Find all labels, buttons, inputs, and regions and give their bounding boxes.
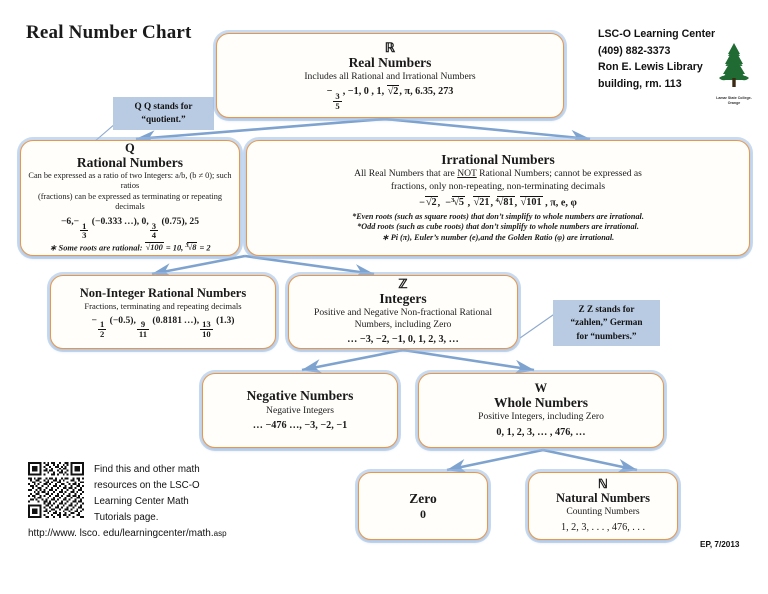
q-callout-line2: “quotient.” <box>141 114 186 125</box>
negative-desc: Negative Integers <box>266 404 334 416</box>
noninteger-desc: Fractions, terminating and repeating dec… <box>84 300 242 311</box>
natural-title: Natural Numbers <box>555 491 651 506</box>
whole-desc: Positive Integers, including Zero <box>478 411 604 423</box>
node-integers[interactable]: ℤ Integers Positive and Negative Non-fra… <box>288 275 518 349</box>
page-title: Real Number Chart <box>26 22 192 43</box>
qr-promo-text: Find this and other math resources on th… <box>94 462 279 525</box>
organization-block: LSC-O Learning Center (409) 882-3373 Ron… <box>598 26 718 93</box>
whole-examples: 0, 1, 2, 3, … , 476, … <box>496 426 586 438</box>
node-rational-numbers[interactable]: Q Rational Numbers Can be expressed as a… <box>20 140 240 256</box>
irrational-note1: *Even roots (such as square roots) that … <box>352 211 644 221</box>
rational-symbol: Q <box>124 140 136 155</box>
logo-caption: Lamar State College- Orange <box>716 96 752 105</box>
lamar-state-college-orange-logo: Lamar State College- Orange <box>707 42 761 105</box>
rational-desc-line2: (fractions) can be expressed as terminat… <box>37 192 223 212</box>
node-negative-numbers[interactable]: Negative Numbers Negative Integers … −47… <box>202 373 398 448</box>
z-callout-line1: Z Z stands for <box>578 304 635 314</box>
org-phone: (409) 882-3373 <box>598 44 671 57</box>
resource-url[interactable]: http://www. lsco. edu/learningcenter/mat… <box>28 528 227 539</box>
node-irrational-numbers[interactable]: Irrational Numbers All Real Numbers that… <box>246 140 750 256</box>
z-callout-line2: “zahlen,” German <box>570 317 643 328</box>
rational-title: Rational Numbers <box>76 154 184 170</box>
promo-line1: Find this and other math <box>94 464 200 475</box>
node-whole-numbers[interactable]: W Whole Numbers Positive Integers, inclu… <box>418 373 664 448</box>
credit-line: EP, 7/2013 <box>700 540 740 549</box>
irrational-desc-line1: All Real Numbers that are NOT Rational N… <box>354 168 642 180</box>
url-main: http://www. lsco. edu/learningcenter/mat… <box>28 528 214 539</box>
natural-desc: Counting Numbers <box>566 506 640 518</box>
natural-examples: 1, 2, 3, . . . , 476, . . . <box>560 521 646 533</box>
pine-tree-icon <box>719 43 749 87</box>
irrational-desc-line2: fractions, only non-repeating, non-termi… <box>390 181 606 193</box>
natural-symbol: ℕ <box>597 476 609 491</box>
q-callout: Q Q stands for “quotient.” <box>113 97 214 130</box>
irrational-note2: *Odd roots (such as cube roots) that don… <box>357 222 639 232</box>
real-symbol: ℝ <box>384 39 396 55</box>
node-zero[interactable]: Zero 0 <box>358 472 488 540</box>
noninteger-title: Non-Integer Rational Numbers <box>79 285 247 300</box>
negative-title: Negative Numbers <box>246 388 354 404</box>
integers-desc-line2: Numbers, including Zero <box>354 318 452 330</box>
promo-line2: resources on the LSC-O <box>94 479 200 491</box>
promo-line4: Tutorials page. <box>94 511 159 523</box>
negative-examples: … −476 …, −3, −2, −1 <box>252 420 348 432</box>
z-callout: Z Z stands for “zahlen,” German for “num… <box>553 300 660 347</box>
whole-symbol: W <box>534 380 548 395</box>
node-non-integer-rational-numbers[interactable]: Non-Integer Rational Numbers Fractions, … <box>50 275 276 349</box>
real-desc: Includes all Rational and Irrational Num… <box>304 70 476 82</box>
zero-title: Zero <box>409 490 437 506</box>
rational-note: ∗ Some roots are rational: √100 = 10, 3√… <box>49 241 211 253</box>
promo-line3: Learning Center Math <box>94 495 189 507</box>
org-name: LSC-O Learning Center <box>598 28 716 40</box>
qr-code-icon[interactable] <box>28 462 84 518</box>
node-natural-numbers[interactable]: ℕ Natural Numbers Counting Numbers 1, 2,… <box>528 472 678 540</box>
org-address-line2: building, rm. 113 <box>598 78 682 91</box>
integers-title: Integers <box>379 290 427 306</box>
q-callout-line1: Q Q stands for <box>134 101 193 111</box>
z-callout-line3: for “numbers.” <box>576 330 637 341</box>
irrational-note3: ∗ Pi (π), Euler’s number (e),and the Gol… <box>381 232 615 242</box>
node-real-numbers[interactable]: ℝ Real Numbers Includes all Rational and… <box>216 33 564 118</box>
zero-examples: 0 <box>420 506 426 521</box>
irrational-title: Irrational Numbers <box>441 152 555 168</box>
real-title: Real Numbers <box>348 54 432 70</box>
integers-symbol: ℤ <box>398 276 408 291</box>
org-address-line1: Ron E. Lewis Library <box>598 61 703 74</box>
whole-title: Whole Numbers <box>493 395 589 411</box>
integers-desc-line1: Positive and Negative Non-fractional Rat… <box>314 306 492 318</box>
irrational-examples: −√2, −3√5 , √21, 4√81, √101 , π, e, φ <box>419 196 577 209</box>
url-tld: asp <box>213 529 227 538</box>
rational-desc-line1: Can be expressed as a ratio of two Integ… <box>28 170 232 191</box>
integers-examples: … −3, −2, −1, 0, 1, 2, 3, … <box>347 334 459 346</box>
